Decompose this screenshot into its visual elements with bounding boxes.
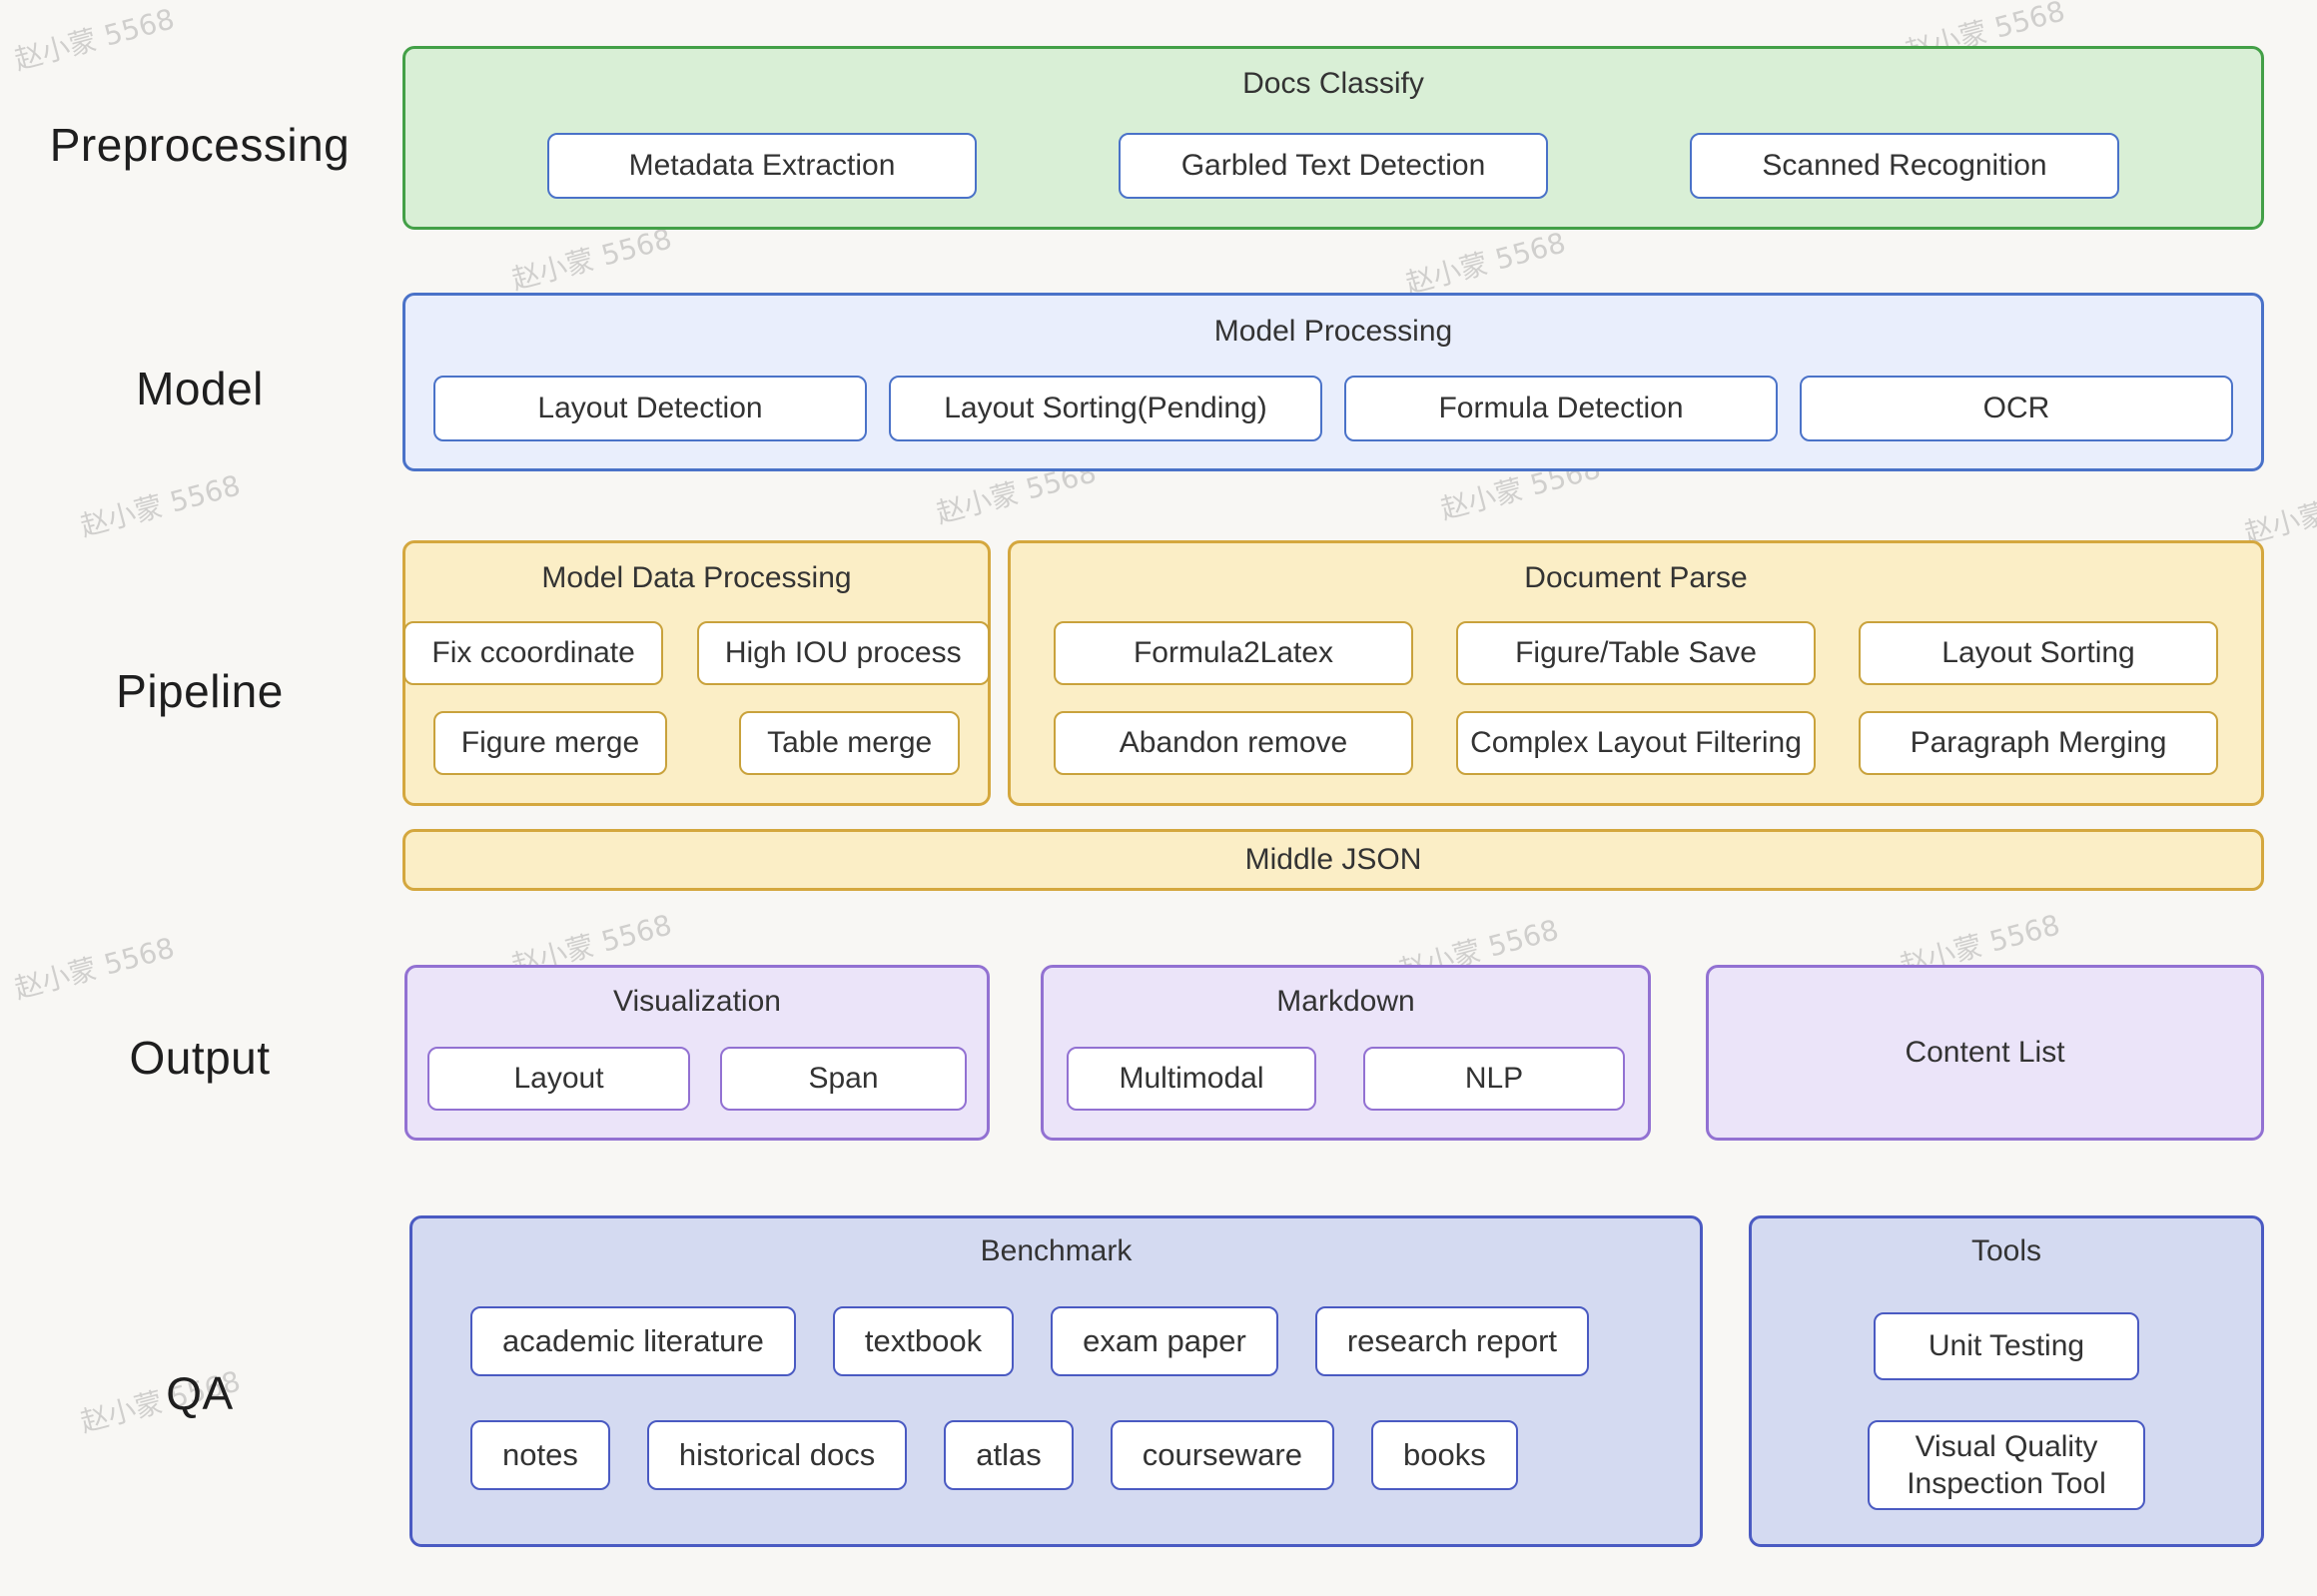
markdown-title: Markdown <box>1276 985 1415 1018</box>
node-metadata-extraction: Metadata Extraction <box>547 133 977 199</box>
node-layout-sorting: Layout Sorting <box>1859 621 2218 685</box>
benchmark-row-1: academic literature textbook exam paper … <box>412 1306 1700 1376</box>
benchmark-title: Benchmark <box>980 1234 1133 1267</box>
node-atlas: atlas <box>944 1420 1074 1490</box>
docs-classify-row: Metadata Extraction Garbled Text Detecti… <box>405 133 2261 199</box>
document-parse-panel: Document Parse Formula2Latex Figure/Tabl… <box>1008 540 2264 806</box>
row-label-pipeline: Pipeline <box>116 665 284 717</box>
document-parse-row-1: Formula2Latex Figure/Table Save Layout S… <box>1011 621 2261 685</box>
node-formula-detection: Formula Detection <box>1344 376 1778 441</box>
tools-title: Tools <box>1970 1234 2042 1267</box>
node-unit-testing: Unit Testing <box>1874 1312 2139 1380</box>
docs-classify-title: Docs Classify <box>1242 67 1424 100</box>
node-high-iou-process: High IOU process <box>696 621 990 685</box>
node-notes: notes <box>470 1420 610 1490</box>
row-label-qa: QA <box>166 1367 234 1419</box>
node-garbled-text-detection: Garbled Text Detection <box>1119 133 1548 199</box>
row-label-model: Model <box>136 363 264 414</box>
model-processing-row: Layout Detection Layout Sorting(Pending)… <box>405 376 2261 441</box>
tools-panel: Tools Unit Testing Visual Quality Inspec… <box>1749 1215 2264 1547</box>
document-parse-title: Document Parse <box>1524 561 1748 594</box>
visualization-title: Visualization <box>613 985 781 1018</box>
benchmark-panel: Benchmark academic literature textbook e… <box>409 1215 1703 1547</box>
docs-classify-panel: Docs Classify Metadata Extraction Garble… <box>402 46 2264 230</box>
model-processing-panel: Model Processing Layout Detection Layout… <box>402 293 2264 471</box>
mdp-row-1: Fix ccoordinate High IOU process <box>403 621 990 685</box>
node-layout: Layout <box>427 1047 690 1111</box>
node-visual-quality-inspection-tool: Visual Quality Inspection Tool <box>1868 1420 2145 1510</box>
node-multimodal: Multimodal <box>1067 1047 1316 1111</box>
model-processing-title: Model Processing <box>1213 315 1453 348</box>
node-academic-literature: academic literature <box>470 1306 796 1376</box>
node-formula2latex: Formula2Latex <box>1054 621 1413 685</box>
visualization-panel: Visualization Layout Span <box>404 965 990 1141</box>
markdown-row: Multimodal NLP <box>1044 1047 1648 1111</box>
node-fix-coordinate: Fix ccoordinate <box>403 621 663 685</box>
node-span: Span <box>720 1047 967 1111</box>
node-nlp: NLP <box>1363 1047 1625 1111</box>
node-research-report: research report <box>1314 1306 1590 1376</box>
watermark: 赵小蒙 5568 <box>76 468 245 543</box>
node-complex-layout-filtering: Complex Layout Filtering <box>1456 711 1816 775</box>
watermark: 赵小蒙 5568 <box>10 2 179 77</box>
watermark: 赵小蒙 5568 <box>10 931 179 1006</box>
node-figure-table-save: Figure/Table Save <box>1456 621 1816 685</box>
node-abandon-remove: Abandon remove <box>1054 711 1413 775</box>
node-courseware: courseware <box>1110 1420 1334 1490</box>
content-list-title: Content List <box>1905 1036 2065 1069</box>
node-table-merge: Table merge <box>739 711 961 775</box>
node-scanned-recognition: Scanned Recognition <box>1690 133 2119 199</box>
row-label-preprocessing: Preprocessing <box>49 119 351 171</box>
node-ocr: OCR <box>1800 376 2233 441</box>
node-layout-detection: Layout Detection <box>433 376 867 441</box>
node-books: books <box>1371 1420 1518 1490</box>
middle-json-bar: Middle JSON <box>402 829 2264 891</box>
model-data-processing-panel: Model Data Processing Fix ccoordinate Hi… <box>402 540 991 806</box>
middle-json-title: Middle JSON <box>1244 843 1422 876</box>
node-figure-merge: Figure merge <box>432 711 668 775</box>
mdp-row-2: Figure merge Table merge <box>405 711 988 775</box>
content-list-panel: Content List <box>1706 965 2264 1141</box>
benchmark-row-2: notes historical docs atlas courseware b… <box>412 1420 1700 1490</box>
markdown-panel: Markdown Multimodal NLP <box>1041 965 1651 1141</box>
visualization-row: Layout Span <box>407 1047 987 1111</box>
node-paragraph-merging: Paragraph Merging <box>1859 711 2218 775</box>
model-data-processing-title: Model Data Processing <box>541 561 852 594</box>
node-textbook: textbook <box>832 1306 1015 1376</box>
row-label-output: Output <box>129 1032 271 1084</box>
document-parse-row-2: Abandon remove Complex Layout Filtering … <box>1011 711 2261 775</box>
watermark: 赵小蒙 5568 <box>1401 226 1570 301</box>
node-historical-docs: historical docs <box>646 1420 908 1490</box>
node-layout-sorting-pending: Layout Sorting(Pending) <box>889 376 1322 441</box>
node-exam-paper: exam paper <box>1051 1306 1278 1376</box>
